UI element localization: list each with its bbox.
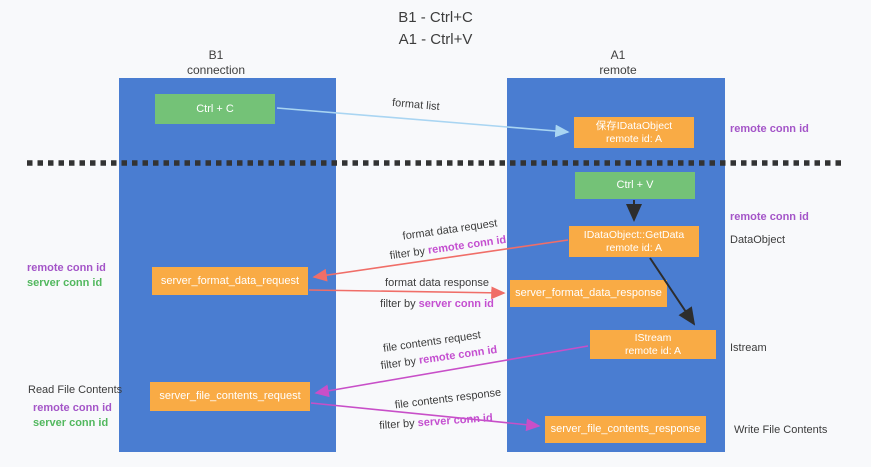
left-read-file-contents-label: Read File Contents — [28, 384, 123, 396]
node-ctrl-v: Ctrl + V — [575, 172, 695, 199]
left-remote-conn-id-1: remote conn id — [27, 262, 106, 274]
node-ctrl-c: Ctrl + C — [155, 94, 275, 124]
filter-by-text: filter by — [380, 354, 420, 373]
left-column-subtitle: connection — [186, 63, 246, 77]
left-column-header: B1 connection — [156, 48, 276, 78]
node-istream-line1: IStream — [634, 331, 672, 344]
node-server-format-data-response: server_format_data_response — [510, 280, 667, 307]
left-server-conn-id-2: server conn id — [33, 417, 109, 429]
title-line-1: B1 - Ctrl+C — [398, 9, 473, 26]
node-save-idataobject: 保存IDataObject remote id: A — [574, 117, 694, 148]
left-server-conn-id-1: server conn id — [27, 277, 103, 289]
server-conn-id-highlight: server conn id — [417, 412, 494, 430]
label-format-data-response: format data response — [385, 277, 489, 289]
arrow-format-data-response — [308, 286, 506, 300]
left-remote-conn-id-2: remote conn id — [33, 402, 112, 414]
label-format-list: format list — [391, 96, 441, 114]
node-istream-line2: remote id: A — [624, 344, 682, 357]
right-column-subtitle: remote — [599, 63, 637, 77]
right-remote-conn-id-1: remote conn id — [730, 123, 809, 135]
right-remote-conn-id-2: remote conn id — [730, 211, 809, 223]
left-column-name: B1 — [208, 48, 224, 62]
right-istream-label: Istream — [730, 342, 767, 354]
node-server-file-contents-request: server_file_contents_request — [150, 382, 310, 411]
server-conn-id-highlight: server conn id — [418, 298, 494, 310]
node-server-format-data-request: server_format_data_request — [152, 267, 308, 295]
left-conn-id-pair-1: remote conn id server conn id — [27, 261, 106, 291]
node-idataobject-getdata: IDataObject::GetData remote id: A — [569, 226, 699, 257]
node-save-idataobject-line2: remote id: A — [605, 132, 663, 145]
filter-by-text: filter by — [380, 298, 419, 310]
label-filter-by-server-1: filter by server conn id — [337, 298, 537, 310]
right-write-file-contents-label: Write File Contents — [734, 424, 828, 436]
filter-by-text: filter by — [389, 244, 429, 263]
node-server-file-contents-response: server_file_contents_response — [545, 416, 706, 443]
title-line-2: A1 - Ctrl+V — [398, 31, 473, 48]
right-dataobject-label: DataObject — [730, 234, 786, 246]
right-column-name: A1 — [610, 48, 626, 62]
filter-by-text: filter by — [378, 417, 419, 432]
node-save-idataobject-line1: 保存IDataObject — [595, 119, 673, 132]
node-idataobject-getdata-line1: IDataObject::GetData — [583, 228, 685, 241]
node-idataobject-getdata-line2: remote id: A — [605, 241, 663, 254]
right-column-header: A1 remote — [558, 48, 678, 78]
left-conn-id-pair-2: remote conn id server conn id — [33, 401, 112, 431]
diagram-title: B1 - Ctrl+C A1 - Ctrl+V — [0, 7, 871, 51]
node-istream: IStream remote id: A — [590, 330, 716, 359]
